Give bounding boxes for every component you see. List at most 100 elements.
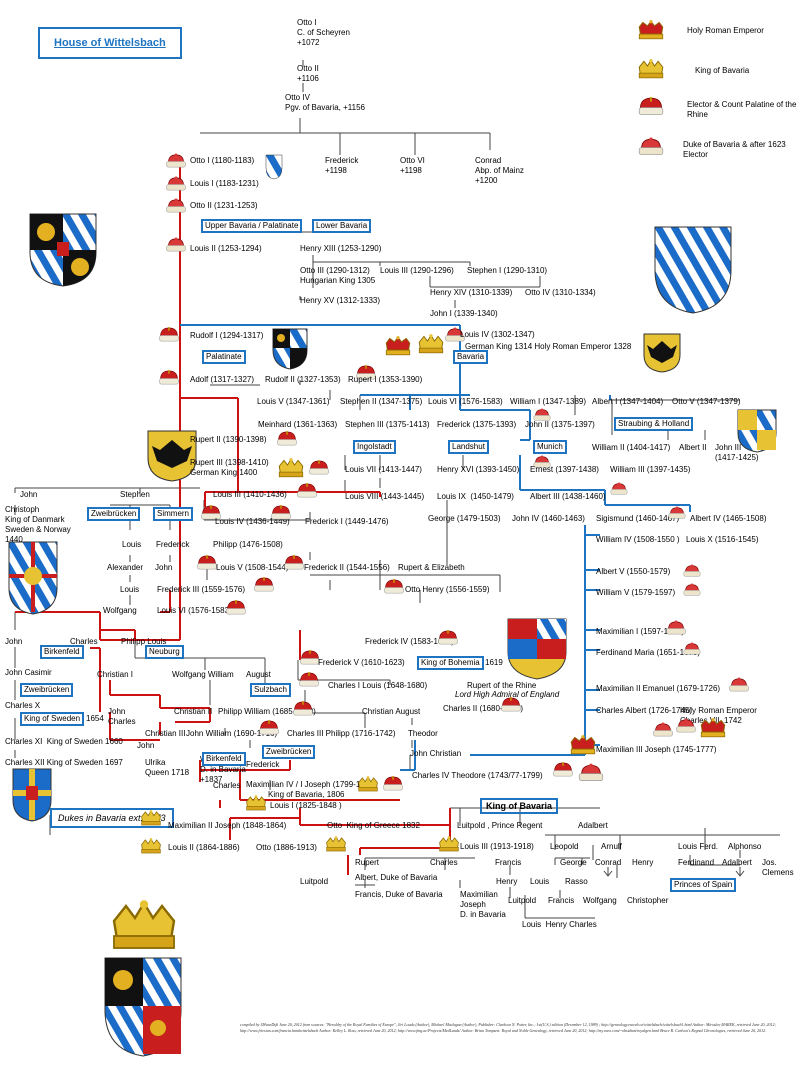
duke-cap-icon: [683, 564, 701, 577]
person-christian-iii: Christian III: [145, 729, 186, 738]
person-albert-v: Albert V (1550-1579): [596, 567, 671, 576]
crown-king-icon: [439, 836, 459, 852]
person-wolfgang-william: Wolfgang William: [172, 670, 234, 679]
person-louis-ferd: Louis Ferd.: [678, 842, 719, 851]
person-ferdinand-maria: Ferdinand Maria (1651-1679): [596, 648, 701, 657]
person-frederick-zw: Frederick: [246, 760, 280, 769]
branch-munich: Munich: [533, 440, 567, 454]
branch-upper-bavaria: Upper Bavaria / Palatinate: [201, 219, 303, 233]
person-conrad-2: Conrad: [595, 858, 622, 867]
elector-cap-icon: [158, 327, 180, 342]
person-john-iv: John IV (1460-1463): [512, 514, 585, 523]
person-luitpold-2: Luitpold: [508, 896, 537, 905]
person-john-casimir: John Casimir: [5, 668, 52, 677]
person-luitpold: Luitpold: [300, 877, 329, 886]
person-charles-xii: Charles XII King of Sweden 1697: [5, 758, 123, 767]
person-rupert-iii: Rupert III (1398-1410) German King 1400: [190, 458, 269, 477]
person-jos-clemens: Jos. Clemens: [762, 858, 794, 877]
person-luitpold-regent: Luitpold , Prince Regent: [457, 821, 543, 830]
bavarian-lozenge-arms-icon: [654, 226, 732, 314]
person-john-iii: John III (1417-1425): [715, 443, 759, 462]
elector-cap-icon: [253, 577, 275, 592]
person-arnulf: Arnulf: [601, 842, 622, 851]
duke-cap-icon: [166, 176, 186, 191]
person-louis-z: Louis: [122, 540, 142, 549]
crown-king-icon: [570, 735, 596, 755]
person-rupert-elizabeth: Rupert & Elizabeth: [398, 563, 465, 572]
person-william-iii: William III (1397-1435): [610, 465, 691, 474]
elector-cap-icon: [382, 776, 404, 791]
person-august: August: [246, 670, 271, 679]
person-louis-ii-king: Louis II (1864-1886): [168, 843, 240, 852]
person-john-christian: John Christian: [410, 749, 462, 758]
elector-cap-icon: [158, 370, 180, 385]
person-frederick-iv: Frederick IV (1583-1610): [365, 637, 454, 646]
branch-lower-bavaria: Lower Bavaria: [312, 219, 372, 233]
person-otto-henry: Otto Henry (1556-1559): [405, 585, 490, 594]
person-rupert-i: Rupert I (1353-1390): [348, 375, 423, 384]
person-rasso: Rasso: [565, 877, 588, 886]
person-charles-x: Charles X: [5, 701, 41, 710]
elector-cap-icon: [276, 431, 298, 446]
person-otto-iv-pgv: Otto IV Pgv. of Bavaria, +1156: [285, 93, 365, 112]
person-otto-greece: Otto King of Greece 1832: [327, 821, 420, 830]
person-adalbert-2: Adalbert: [722, 858, 752, 867]
person-otto-i: Otto I (1180-1183): [190, 156, 255, 165]
branch-ingolstadt: Ingolstadt: [353, 440, 396, 454]
person-henry: Henry: [632, 858, 654, 867]
person-louis-ix: Louis IX (1450-1479): [437, 492, 514, 501]
duke-cap-icon: [676, 718, 696, 733]
person-otto-iv: Otto IV (1310-1334): [525, 288, 596, 297]
person-charles-i-louis: Charles I Louis (1648-1680): [328, 681, 428, 690]
person-charles-3: Charles: [430, 858, 458, 867]
person-charles-2: Charles: [213, 781, 241, 790]
person-otto-i-scheyren: Otto I C. of Scheyren +1072: [297, 18, 350, 47]
person-john-i: John I (1339-1340): [430, 309, 498, 318]
person-ernest: Ernest (1397-1438): [530, 465, 599, 474]
elector-cap-icon: [638, 96, 664, 116]
person-charles-xi: Charles XI King of Sweden 1660: [5, 737, 123, 746]
duke-cap-icon: [666, 620, 686, 635]
person-francis: Francis: [495, 858, 522, 867]
person-rudolf-ii: Rudolf II (1327-1353): [265, 375, 341, 384]
bohemia-arms-icon: [507, 618, 567, 680]
person-stephen-iii: Stephen III (1375-1413): [345, 420, 430, 429]
person-rupert-ii: Rupert II (1390-1398): [190, 435, 267, 444]
eagle-arms-icon-2: [147, 430, 197, 482]
page-title: House of Wittelsbach: [38, 27, 182, 59]
person-theodor: Theodor: [408, 729, 438, 738]
person-frederick-1198: Frederick +1198: [325, 156, 359, 175]
crown-king-icon: [141, 810, 161, 826]
person-christian-i: Christian I: [97, 670, 134, 679]
branch-king-of-bohemia: King of Bohemia: [417, 656, 484, 670]
crown-king-icon: [358, 776, 378, 792]
person-louis-i: Louis I (1183-1231): [190, 179, 259, 188]
crown-king-icon: [700, 718, 726, 738]
dukes-in-bavaria-box: Dukes in Bavaria ext. 1973: [50, 808, 174, 828]
duke-cap-icon: [166, 153, 186, 168]
person-christian-august: Christian August: [362, 707, 421, 716]
person-conrad: Conrad Abp. of Mainz +1200: [475, 156, 524, 185]
branch-landshut: Landshut: [448, 440, 489, 454]
person-alphonso: Alphonso: [728, 842, 762, 851]
person-rudolf-i: Rudolf I (1294-1317): [190, 331, 264, 340]
person-frederick-z: Frederick: [156, 540, 190, 549]
person-max-iii-joseph: Maximilian III Joseph (1745-1777): [596, 745, 717, 754]
person-frederick-v: Frederick V (1610-1623): [318, 658, 405, 667]
crown-king-icon: [385, 336, 411, 356]
duke-cap-icon: [683, 583, 701, 596]
person-charles-albert: Charles Albert (1726-1745): [596, 706, 693, 715]
person-john-3: John: [5, 637, 23, 646]
branch-king-of-sweden: King of Sweden: [20, 712, 85, 726]
person-frederick-iii: Frederick III (1559-1576): [157, 585, 246, 594]
small-lozenge-arms-icon: [265, 154, 283, 180]
duke-cap-icon: [166, 237, 186, 252]
person-lord-admiral: Lord High Admiral of England: [455, 690, 560, 699]
person-louis-iii-king: Louis III (1913-1918): [460, 842, 534, 851]
crown-king-icon: [578, 763, 604, 782]
person-philipp-louis: Philipp Louis: [121, 637, 167, 646]
person-adalbert: Adalbert: [578, 821, 608, 830]
sweden-arms-icon: [12, 768, 52, 822]
person-max-joseph: Maximilian Joseph D. in Bavaria: [460, 890, 506, 919]
